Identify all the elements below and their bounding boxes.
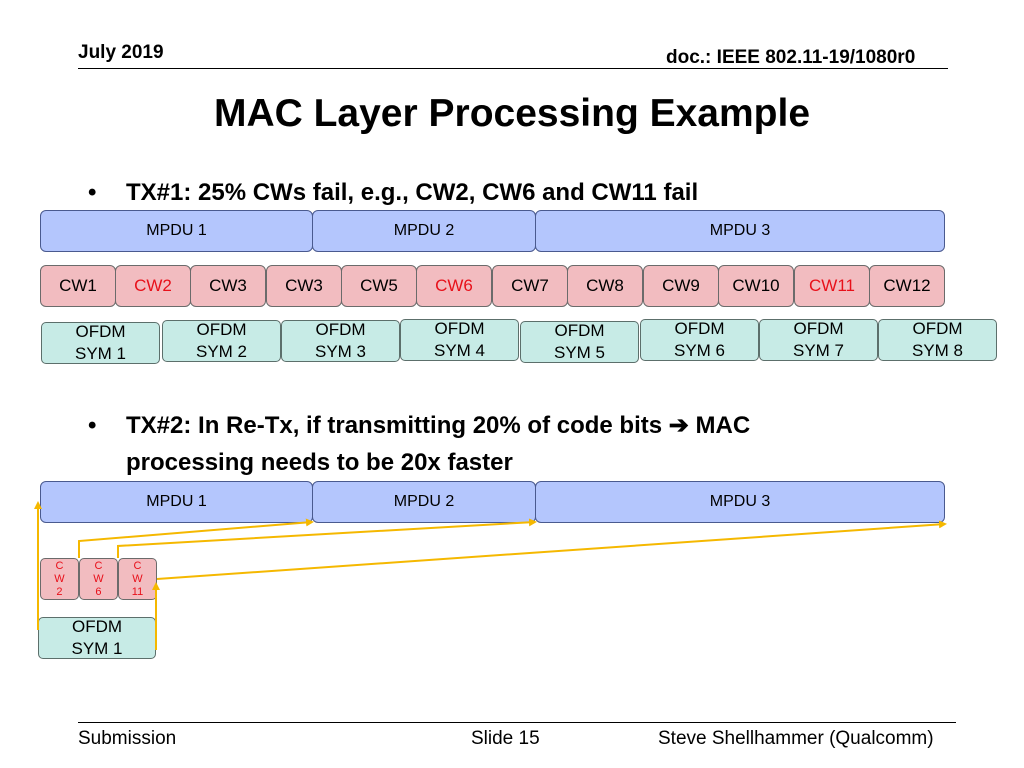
tx1-mpdu-3: MPDU 3 xyxy=(535,210,945,252)
codeword-8: CW8 xyxy=(567,265,643,307)
codeword-1: CW1 xyxy=(40,265,116,307)
tx2-bullet-text-1: TX#2: In Re-Tx, if transmitting 20% of c… xyxy=(126,412,663,439)
arrow-cw6-to-mpdu2 xyxy=(117,518,537,558)
tx2-mpdu-1: MPDU 1 xyxy=(40,481,313,523)
codeword-10: CW10 xyxy=(718,265,794,307)
tx1-mpdu-1: MPDU 1 xyxy=(40,210,313,252)
bullet-marker: • xyxy=(88,412,97,439)
footer-author: Steve Shellhammer (Qualcomm) xyxy=(658,728,934,749)
tx2-bullet-text-3: processing needs to be 20x faster xyxy=(126,449,513,476)
codeword-5: CW5 xyxy=(341,265,417,307)
tx2-bullet-text-2: MAC xyxy=(695,412,751,439)
footer-submission: Submission xyxy=(78,728,177,749)
codeword-7: CW7 xyxy=(492,265,568,307)
bullet-marker: • xyxy=(88,179,97,206)
codeword-6: CW6 xyxy=(416,265,492,307)
slide-title: MAC Layer Processing Example xyxy=(213,92,811,135)
codeword-11: CW11 xyxy=(794,265,870,307)
codeword-2: CW2 xyxy=(115,265,191,307)
arrow-cw11-to-mpdu3 xyxy=(156,520,947,580)
codeword-3: CW3 xyxy=(190,265,266,307)
tx1-mpdu-2: MPDU 2 xyxy=(312,210,536,252)
tx2-bullet: • TX#2: In Re-Tx, if transmitting 20% of… xyxy=(88,407,751,481)
footer-divider xyxy=(78,722,956,723)
tx2-mpdu-2: MPDU 2 xyxy=(312,481,536,523)
codeword-12: CW12 xyxy=(869,265,945,307)
header-date: July 2019 xyxy=(78,42,164,63)
tx1-bullet-text: TX#1: 25% CWs fail, e.g., CW2, CW6 and C… xyxy=(126,179,699,206)
header-divider xyxy=(78,68,948,69)
right-arrow-icon: ➔ xyxy=(668,412,689,439)
footer-slide-number: Slide 15 xyxy=(471,728,540,749)
tx2-mpdu-3: MPDU 3 xyxy=(535,481,945,523)
tx1-bullet: • TX#1: 25% CWs fail, e.g., CW2, CW6 and… xyxy=(88,174,699,211)
header-doc-id: doc.: IEEE 802.11-19/1080r0 xyxy=(666,47,916,68)
arrow-cw2-to-mpdu1 xyxy=(78,518,314,558)
codeword-9: CW9 xyxy=(643,265,719,307)
